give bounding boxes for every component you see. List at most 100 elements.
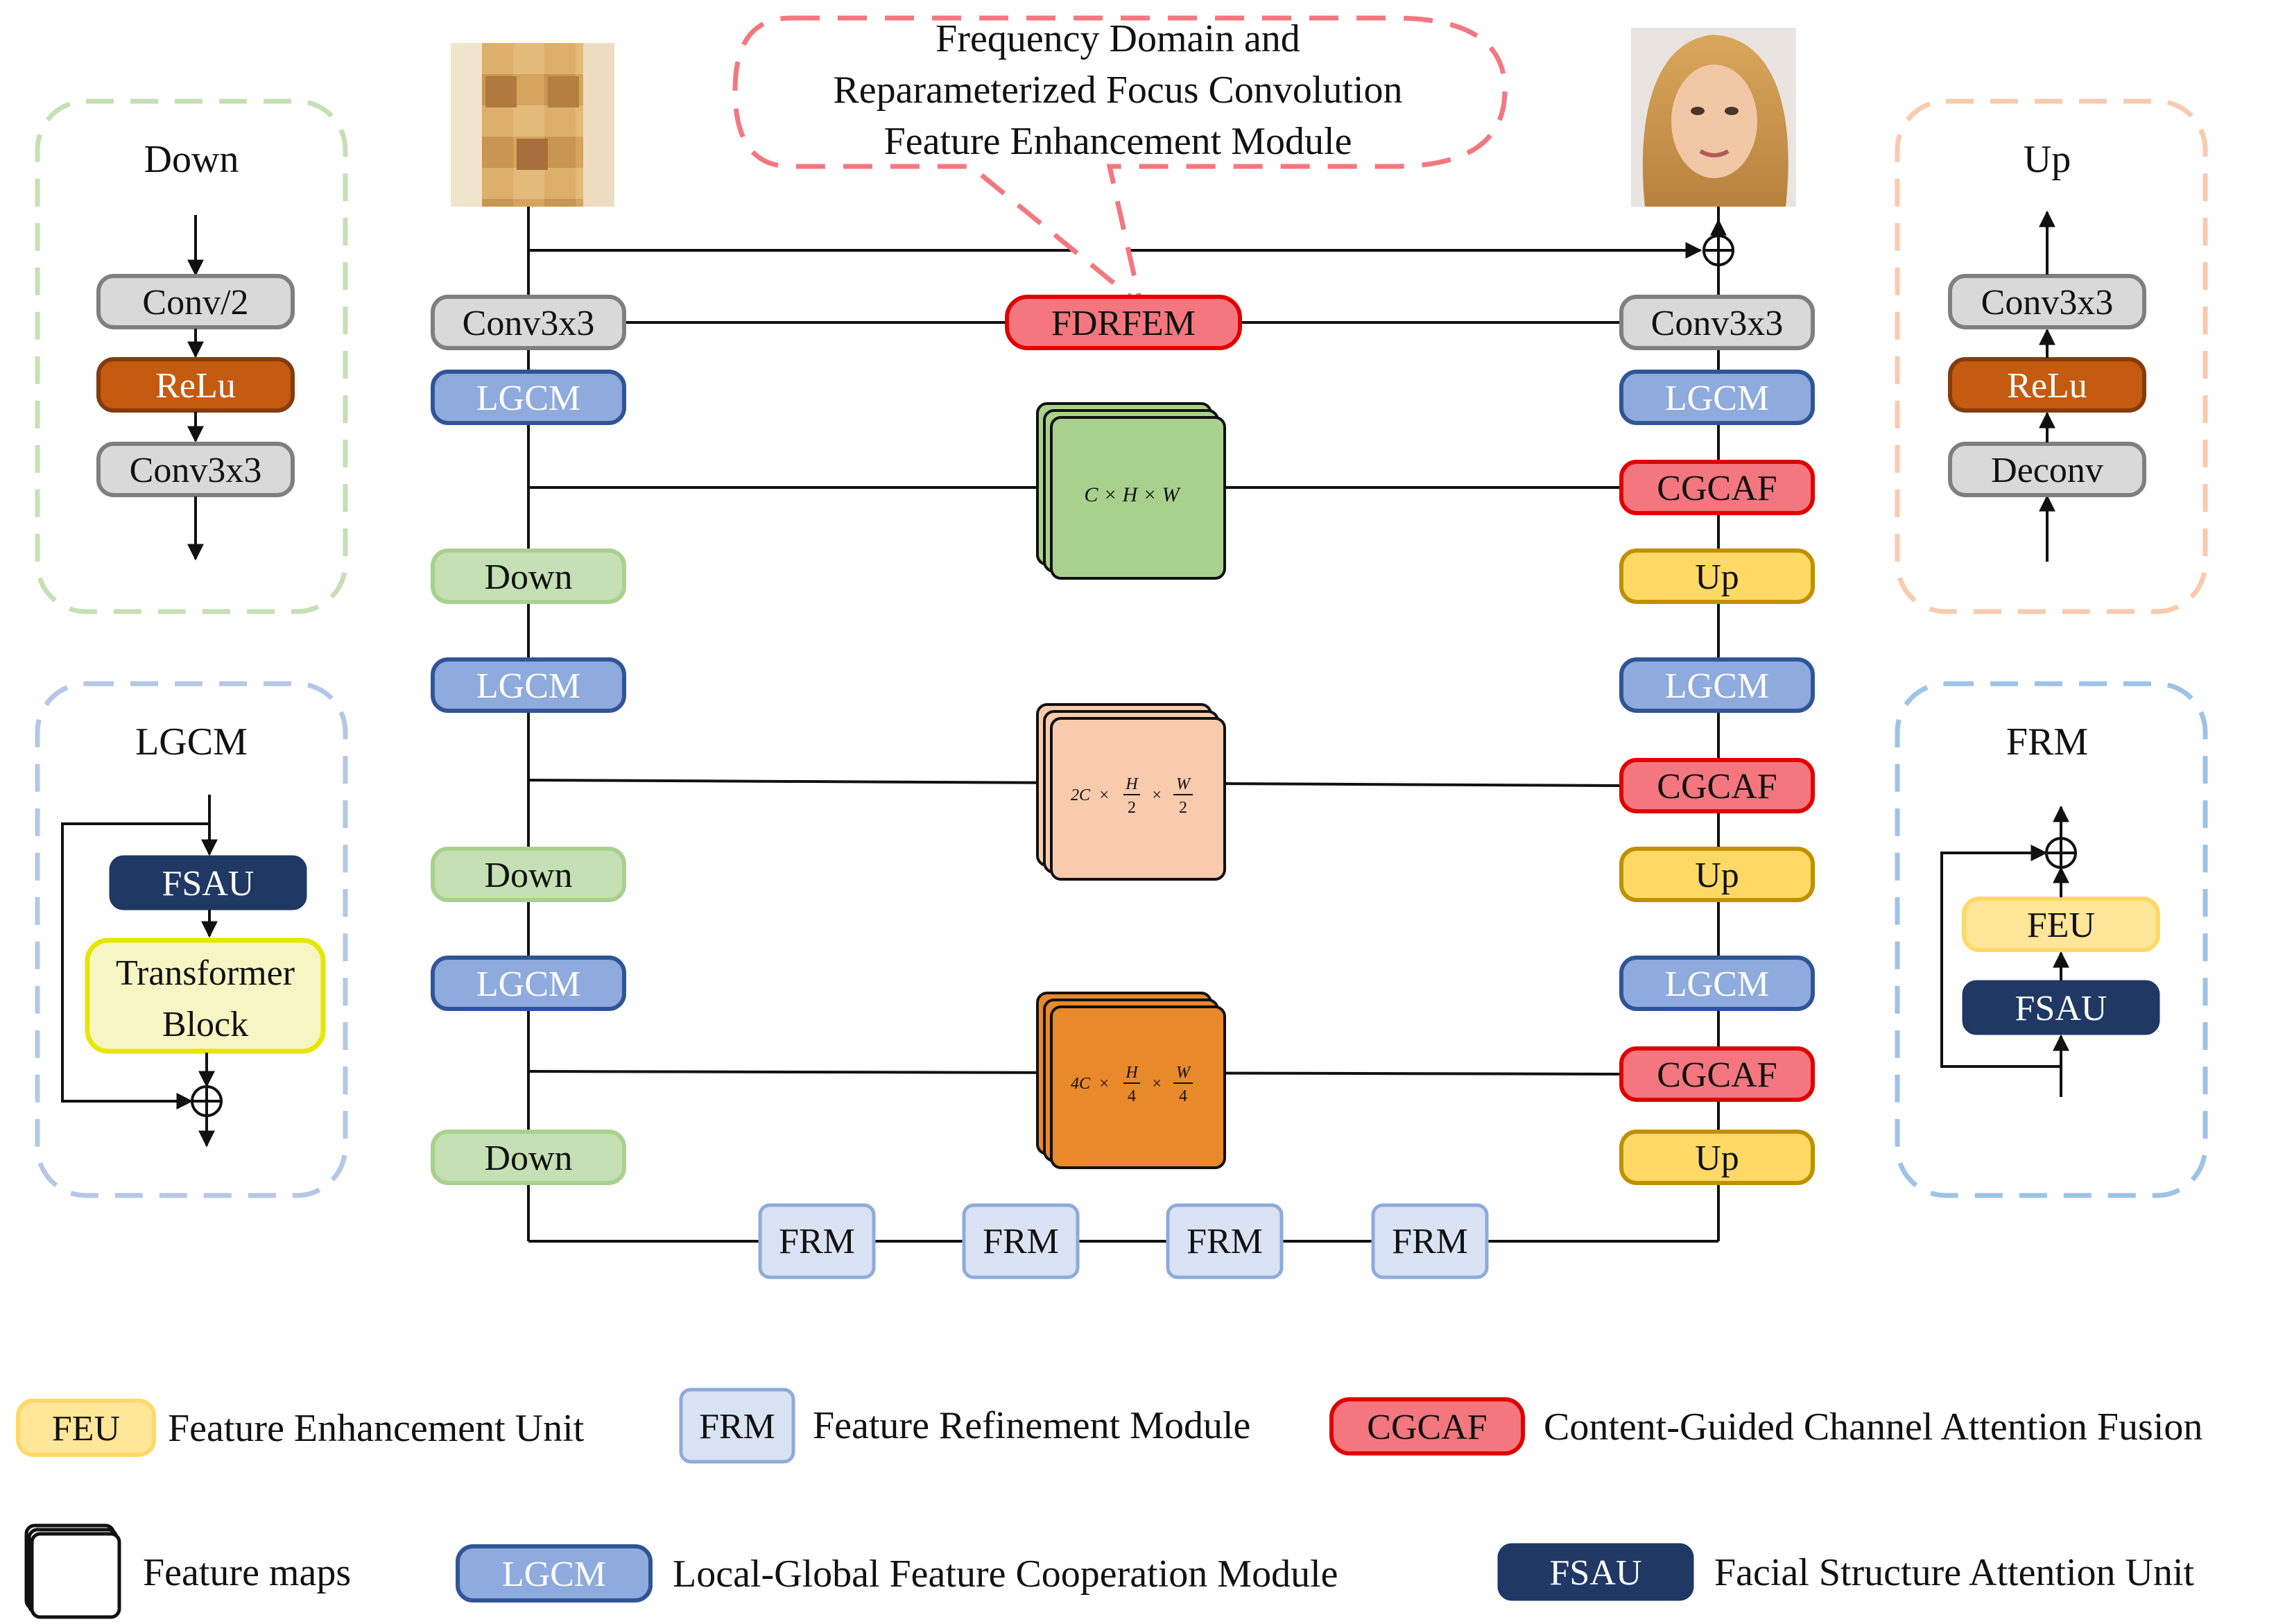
svg-text:×: × [1098, 786, 1110, 804]
svg-text:Deconv: Deconv [1991, 451, 2103, 490]
svg-text:Local-Global Feature Cooperati: Local-Global Feature Cooperation Module [673, 1553, 1338, 1596]
svg-text:FRM: FRM [1187, 1222, 1263, 1261]
svg-text:Up: Up [2024, 138, 2071, 181]
svg-text:FEU: FEU [52, 1409, 120, 1449]
svg-text:Up: Up [1695, 856, 1739, 895]
lgcm-block-dec-2: LGCM [1619, 657, 1815, 713]
callout-line-1: Frequency Domain and [935, 17, 1300, 60]
down-block-2: Down [431, 847, 626, 902]
svg-text:Down: Down [484, 856, 572, 895]
svg-text:H: H [1125, 775, 1139, 793]
inset-down: Down Conv/2 ReLu Conv3x3 [35, 98, 348, 614]
high-res-face-image [1631, 28, 1796, 207]
frm-chain: FRM FRM FRM FRM [758, 1203, 1489, 1279]
svg-text:LGCM: LGCM [135, 720, 248, 763]
svg-text:2: 2 [1179, 799, 1187, 817]
svg-text:FDRFEM: FDRFEM [1051, 304, 1196, 343]
lgcm-block-enc-2: LGCM [431, 657, 626, 713]
svg-text:×: × [1151, 1075, 1162, 1093]
inset-lgcm: LGCM FSAU Transformer Block [35, 681, 348, 1198]
svg-text:CGCAF: CGCAF [1657, 469, 1777, 508]
svg-text:LGCM: LGCM [1665, 965, 1769, 1004]
up-block-2: Up [1619, 847, 1815, 902]
svg-text:Conv3x3: Conv3x3 [1981, 283, 2114, 322]
svg-text:Conv3x3: Conv3x3 [463, 304, 595, 343]
lgcm-block-dec-3: LGCM [1619, 956, 1815, 1011]
svg-text:ReLu: ReLu [2007, 366, 2087, 406]
lgcm-block-enc-1: LGCM [431, 370, 626, 425]
svg-text:FSAU: FSAU [1550, 1553, 1642, 1593]
svg-text:FSAU: FSAU [162, 864, 255, 904]
feature-map-stack-3: 4C × H 4 × W 4 [1036, 992, 1226, 1169]
svg-text:Up: Up [1695, 558, 1739, 597]
svg-text:Transformer: Transformer [116, 953, 295, 993]
svg-text:W: W [1176, 1064, 1191, 1082]
cgcaf-block-2: CGCAF [1619, 758, 1815, 813]
inset-frm: FRM FSAU FEU [1895, 681, 2208, 1198]
frm-block-1: FRM [758, 1203, 876, 1279]
svg-text:Conv3x3: Conv3x3 [130, 451, 262, 490]
svg-text:FRM: FRM [779, 1222, 855, 1261]
feature-map-stack-2: 2C × H 2 × W 2 [1036, 703, 1226, 881]
frm-block-3: FRM [1166, 1203, 1284, 1279]
svg-text:2: 2 [1128, 799, 1136, 817]
fdrfem-block: FDRFEM [1005, 295, 1242, 350]
svg-text:×: × [1151, 786, 1162, 804]
cgcaf-block-3: CGCAF [1619, 1046, 1815, 1102]
svg-text:Block: Block [162, 1005, 248, 1044]
legend-fsau: FSAU Facial Structure Attention Unit [1497, 1543, 2195, 1601]
decoder-column: Conv3x3 LGCM CGCAF Up LGCM CGCAF Up LGC [1619, 295, 1815, 1185]
legend-feu: FEU Feature Enhancement Unit [16, 1399, 585, 1457]
svg-text:Down: Down [484, 558, 572, 597]
svg-text:Down: Down [144, 138, 239, 181]
legend: FEU Feature Enhancement Unit FRM Feature… [16, 1388, 2202, 1619]
svg-text:C × H × W: C × H × W [1084, 483, 1181, 506]
cgcaf-block-1: CGCAF [1619, 460, 1815, 515]
feature-map-stack-1: C × H × W [1036, 402, 1226, 580]
svg-text:FRM: FRM [2006, 720, 2088, 763]
svg-text:4C: 4C [1071, 1075, 1091, 1093]
frm-block-2: FRM [962, 1203, 1080, 1279]
legend-feature-maps: Feature maps [24, 1523, 351, 1619]
svg-text:Up: Up [1695, 1139, 1739, 1178]
legend-frm: FRM Feature Refinement Module [679, 1388, 1250, 1464]
svg-text:Down: Down [484, 1139, 572, 1178]
up-block-3: Up [1619, 1130, 1815, 1185]
sum-node-top [1702, 234, 1734, 266]
svg-text:Feature Refinement Module: Feature Refinement Module [813, 1404, 1250, 1447]
svg-text:×: × [1098, 1075, 1110, 1093]
svg-text:LGCM: LGCM [502, 1555, 606, 1594]
svg-text:LGCM: LGCM [1665, 379, 1769, 418]
svg-text:Feature Enhancement Unit: Feature Enhancement Unit [168, 1407, 585, 1450]
svg-text:Content-Guided Channel Attenti: Content-Guided Channel Attention Fusion [1544, 1406, 2202, 1449]
svg-text:4: 4 [1128, 1087, 1136, 1105]
svg-text:Feature maps: Feature maps [143, 1551, 351, 1594]
callout-line-2: Reparameterized Focus Convolution [833, 69, 1402, 112]
svg-text:CGCAF: CGCAF [1367, 1408, 1487, 1447]
svg-text:4: 4 [1179, 1087, 1187, 1105]
svg-text:2C: 2C [1071, 786, 1091, 804]
svg-text:Facial Structure Attention Uni: Facial Structure Attention Unit [1714, 1551, 2195, 1594]
svg-text:Conv3x3: Conv3x3 [1651, 304, 1784, 343]
svg-text:LGCM: LGCM [476, 666, 580, 706]
legend-cgcaf: CGCAF Content-Guided Channel Attention F… [1329, 1397, 2202, 1455]
svg-text:FRM: FRM [983, 1222, 1059, 1261]
svg-text:LGCM: LGCM [1665, 666, 1769, 706]
svg-text:FSAU: FSAU [2015, 989, 2107, 1028]
svg-text:LGCM: LGCM [476, 379, 580, 418]
svg-text:LGCM: LGCM [476, 965, 580, 1004]
lgcm-block-enc-3: LGCM [431, 956, 626, 1011]
low-res-face-image [451, 43, 614, 207]
encoder-column: Conv3x3 LGCM Down LGCM Down LGCM Down [431, 295, 626, 1185]
callout-line-3: Feature Enhancement Module [884, 120, 1352, 163]
svg-text:CGCAF: CGCAF [1657, 767, 1777, 806]
inset-up: Up Deconv ReLu Conv3x3 [1895, 98, 2208, 614]
svg-text:FRM: FRM [699, 1407, 775, 1446]
svg-text:Conv/2: Conv/2 [142, 283, 248, 322]
svg-text:CGCAF: CGCAF [1657, 1055, 1777, 1095]
down-block-1: Down [431, 548, 626, 604]
lgcm-block-dec-1: LGCM [1619, 370, 1815, 425]
svg-text:FRM: FRM [1392, 1222, 1468, 1261]
conv3x3-left-block: Conv3x3 [431, 295, 626, 350]
